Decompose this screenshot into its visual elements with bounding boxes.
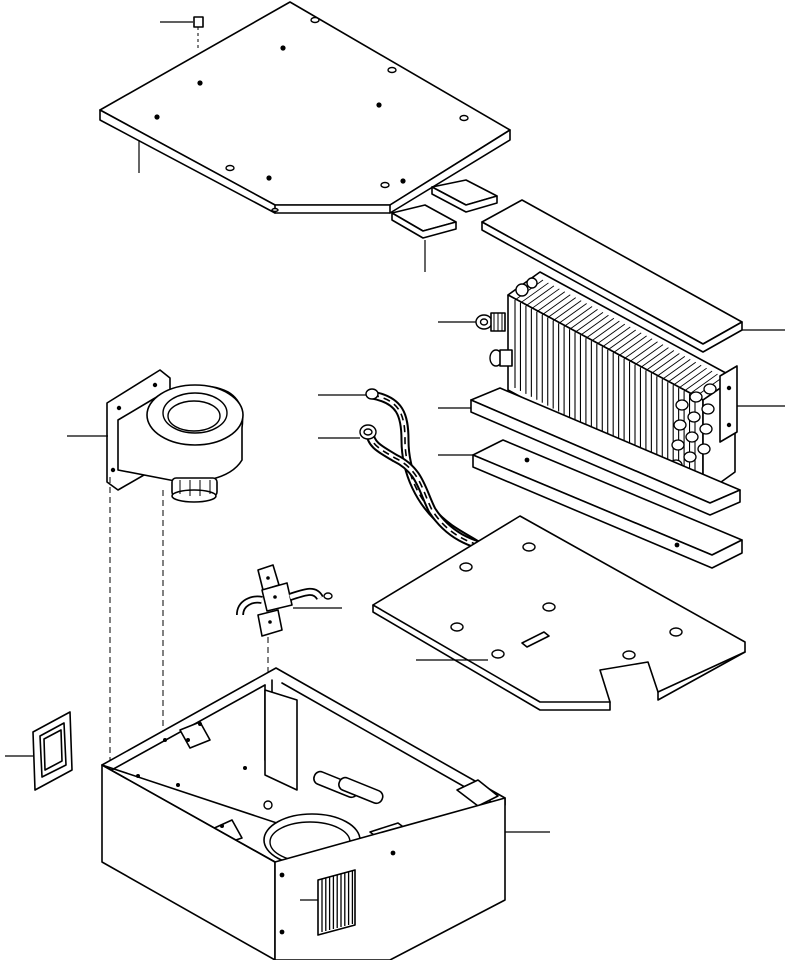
- foam-strip-small-part: [431, 179, 498, 213]
- blower-motor-part: [106, 369, 244, 503]
- core-fin-top: [651, 353, 680, 374]
- tube-end: [685, 431, 699, 443]
- core-fin-top: [569, 309, 598, 330]
- core-fin-top: [645, 350, 675, 371]
- core-fin-top: [520, 282, 549, 304]
- fitting-part: [475, 277, 538, 367]
- core-fin-top: [634, 344, 664, 366]
- base-plate-part: [372, 515, 746, 711]
- core-fin-top: [689, 373, 718, 395]
- core-fin-top: [580, 314, 609, 336]
- core-fin-top: [514, 279, 544, 301]
- tube-end: [701, 403, 715, 415]
- core-fin-top: [542, 294, 571, 316]
- core-fin-top: [672, 364, 702, 386]
- tube-end: [671, 439, 685, 451]
- housing-part: [101, 667, 506, 960]
- core-fin-top: [558, 303, 587, 324]
- core-fin-top: [656, 356, 686, 377]
- top-cover-part: [99, 1, 511, 214]
- tube-end: [673, 419, 687, 431]
- tube-end: [703, 383, 717, 395]
- core-fin-top: [602, 326, 631, 348]
- core-fin-top: [585, 317, 615, 339]
- core-fin-top: [662, 358, 691, 380]
- core-fin-top: [683, 370, 713, 392]
- expansion-valve-part: [236, 564, 333, 637]
- core-fin-top: [623, 338, 653, 360]
- core-fin-top: [574, 311, 604, 333]
- louver-grille-part: [317, 869, 356, 936]
- foam-strip-large-part: [391, 204, 457, 239]
- core-fin-top: [531, 288, 560, 310]
- core-fin-top: [552, 300, 582, 321]
- core-fin-top: [629, 341, 658, 363]
- core-fin-top: [607, 329, 636, 351]
- core-fin-top: [563, 306, 593, 327]
- core-fin-top: [596, 323, 626, 345]
- core-fin-top: [612, 332, 642, 354]
- tube-end: [699, 423, 713, 435]
- tube-end: [675, 399, 689, 411]
- core-fin-top: [525, 285, 555, 307]
- core-fin-top: [547, 297, 576, 319]
- tube-end: [683, 451, 697, 463]
- core-fin-top: [536, 291, 566, 313]
- insulation-pad-upper-part: [470, 387, 741, 516]
- core-fin-top: [678, 367, 707, 389]
- core-fin-top: [640, 347, 669, 368]
- core-fin-top: [667, 361, 696, 383]
- tube-end: [687, 411, 701, 423]
- insulation-pad-lower-part: [472, 439, 743, 569]
- tube-end: [689, 391, 703, 403]
- core-fin-top: [618, 335, 647, 357]
- core-fin-top: [591, 320, 620, 342]
- tube-end: [697, 443, 711, 455]
- evaporator-core-part: [507, 271, 738, 496]
- filter-frame-part: [32, 711, 73, 791]
